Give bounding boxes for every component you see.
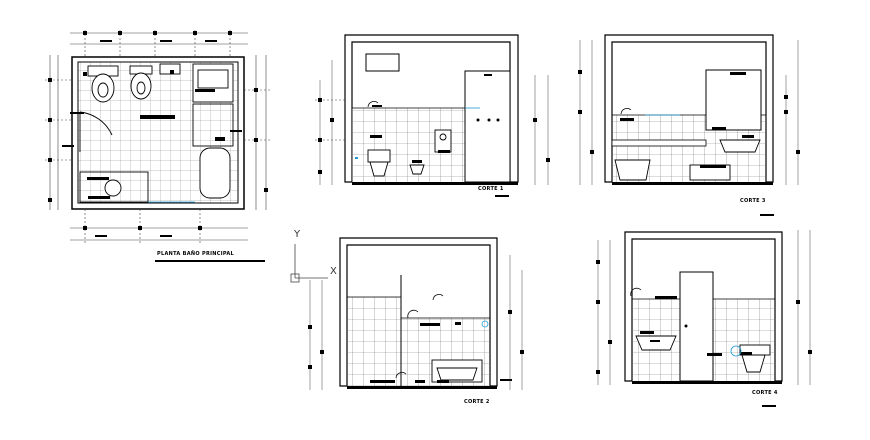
ucs-y-label: Y xyxy=(294,229,301,240)
bidet xyxy=(130,72,152,100)
section-label-corte-2: CORTE 2 xyxy=(464,399,490,405)
bathtub xyxy=(199,147,231,199)
plan-fixtures xyxy=(79,63,234,203)
toilet-bowl-4 xyxy=(741,354,766,373)
sink-basin xyxy=(104,179,122,197)
section-corte-4 xyxy=(596,230,812,407)
ucs-icon xyxy=(290,244,328,283)
section-label-corte-1: CORTE 1 xyxy=(478,186,504,192)
plan-annotations xyxy=(62,70,242,199)
section-corte-3 xyxy=(578,34,800,216)
corte-1-fixtures xyxy=(367,129,452,177)
section-corte-2 xyxy=(308,237,524,390)
medicine-cabinet xyxy=(705,69,762,131)
shower-area xyxy=(192,103,234,147)
plan-title: PLANTA BAÑO PRINCIPAL xyxy=(157,251,235,257)
toilet-bowl xyxy=(91,73,115,103)
shower-enclosure xyxy=(464,70,511,183)
plan-dimension-ticks xyxy=(48,31,268,237)
sink-elevation xyxy=(719,139,761,153)
sink-elevation-4 xyxy=(635,335,677,351)
section-label-corte-3: CORTE 3 xyxy=(740,198,766,204)
section-label-corte-4: CORTE 4 xyxy=(752,390,778,396)
mirror xyxy=(365,53,400,72)
section-corte-1 xyxy=(315,34,550,197)
plan-title-underline xyxy=(155,260,265,262)
sink-counter xyxy=(79,171,149,203)
bathroom-floor-plan xyxy=(45,30,270,262)
ucs-x-label: X xyxy=(330,266,337,277)
bathtub-elevation xyxy=(614,159,651,181)
